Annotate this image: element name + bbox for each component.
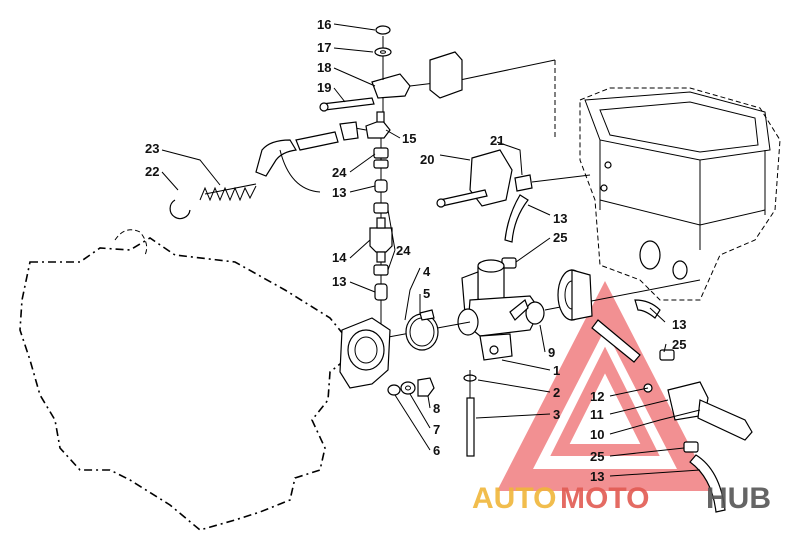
label-25-upper: 25 — [553, 230, 567, 245]
label-7: 7 — [433, 422, 440, 437]
label-18: 18 — [317, 60, 331, 75]
watermark-moto: MOTO — [560, 482, 649, 515]
upper-bracket-assembly — [319, 25, 556, 118]
label-3: 3 — [553, 407, 560, 422]
hose-segment-upper — [374, 179, 388, 193]
watermark-auto: AUTO — [472, 482, 556, 515]
washers — [387, 377, 435, 397]
label-23: 23 — [145, 141, 159, 156]
hose-upper — [255, 121, 359, 177]
clip — [169, 199, 191, 220]
engine-outline — [19, 237, 349, 531]
label-8: 8 — [433, 401, 440, 416]
label-2: 2 — [553, 385, 560, 400]
label-13-pump: 13 — [672, 317, 686, 332]
label-24-lower: 24 — [396, 243, 411, 258]
intake-clamp — [405, 309, 439, 351]
label-9: 9 — [548, 345, 555, 360]
label-5: 5 — [423, 286, 430, 301]
part-labels: 16 17 18 19 15 23 22 24 13 14 24 13 4 5 … — [145, 17, 686, 484]
bracket-right — [436, 149, 591, 208]
hose-clamp-mid — [373, 202, 389, 214]
label-13-right: 13 — [553, 211, 567, 226]
vent-hose — [504, 194, 529, 243]
leader-lines — [161, 23, 701, 477]
watermark-logo — [496, 280, 714, 491]
label-16: 16 — [317, 17, 331, 32]
label-12: 12 — [590, 389, 604, 404]
engine-top-detail — [114, 229, 148, 256]
label-22: 22 — [145, 164, 159, 179]
hose-segment-lower — [374, 283, 388, 301]
label-13-lower: 13 — [590, 469, 604, 484]
needle-rod — [463, 370, 477, 457]
fuel-hose-lower-right — [591, 299, 675, 363]
label-13-upper: 13 — [332, 185, 346, 200]
label-20: 20 — [420, 152, 434, 167]
label-6: 6 — [433, 443, 440, 458]
label-13-mid: 13 — [332, 274, 346, 289]
watermark-text: AUTO MOTO HUB — [472, 482, 771, 515]
carburetor — [457, 259, 545, 361]
watermark-hub: HUB — [706, 482, 771, 515]
label-19: 19 — [317, 80, 331, 95]
label-21: 21 — [490, 133, 504, 148]
label-24-upper: 24 — [332, 165, 347, 180]
label-11: 11 — [590, 407, 604, 422]
label-4: 4 — [423, 264, 431, 279]
fuel-hose-bottom — [683, 441, 726, 513]
label-1: 1 — [553, 363, 560, 378]
hose-clamp-lower — [373, 264, 389, 276]
spring — [199, 183, 257, 202]
label-10: 10 — [590, 427, 604, 442]
label-14: 14 — [332, 250, 347, 265]
fuel-tap — [354, 111, 391, 139]
hose-clamp-upper — [373, 147, 389, 169]
label-15: 15 — [402, 131, 416, 146]
air-intake-boot — [557, 269, 593, 321]
airbox — [554, 60, 781, 301]
label-25-pump: 25 — [672, 337, 686, 352]
intake-flange — [339, 317, 391, 389]
fuel-filter — [369, 217, 393, 263]
label-25-lower: 25 — [590, 449, 604, 464]
label-17: 17 — [317, 40, 331, 55]
